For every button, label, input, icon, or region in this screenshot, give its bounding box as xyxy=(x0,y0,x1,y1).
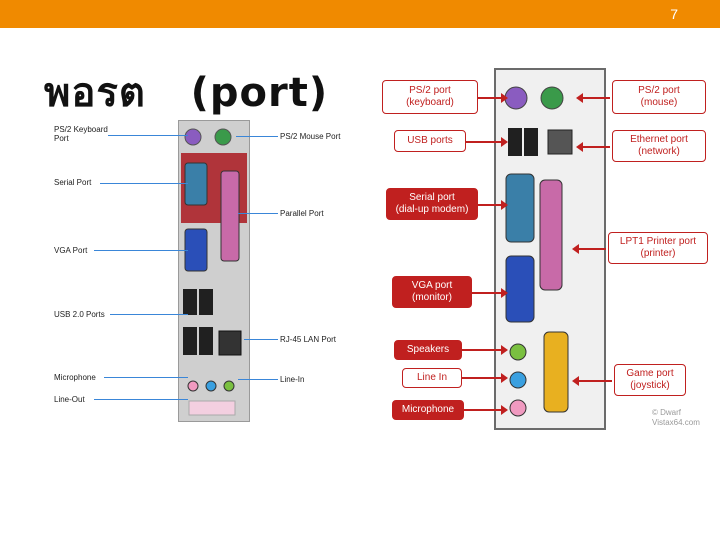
callout-lpt1: LPT1 Printer port (printer) xyxy=(608,232,708,264)
callout-ethernet: Ethernet port (network) xyxy=(612,130,706,162)
callout-vga: VGA port (monitor) xyxy=(392,276,472,308)
top-bar: 7 xyxy=(0,0,720,28)
callout-arrow xyxy=(478,200,508,210)
microphone-jack xyxy=(187,380,199,392)
callout-arrow xyxy=(572,376,612,386)
callout-game: Game port (joystick) xyxy=(614,364,686,396)
callout-arrow xyxy=(576,93,610,103)
serial-connector xyxy=(505,173,535,243)
parallel-connector xyxy=(220,170,240,262)
ethernet-connector xyxy=(547,129,573,155)
callout-ps2-keyboard: PS/2 port (keyboard) xyxy=(382,80,478,114)
callout-arrow xyxy=(472,288,508,298)
leader-line xyxy=(238,379,278,380)
label-microphone: Microphone xyxy=(54,373,96,382)
callout-microphone: Microphone xyxy=(392,400,464,420)
label-line-out: Line-Out xyxy=(54,395,85,404)
callout-arrow xyxy=(576,142,610,152)
label-usb: USB 2.0 Ports xyxy=(54,310,105,319)
usb-connector xyxy=(199,327,213,355)
serial-connector xyxy=(184,162,208,206)
ps2-keyboard-connector xyxy=(504,86,528,110)
vga-connector xyxy=(184,228,208,272)
pc-back-panel-image xyxy=(494,68,606,430)
right-port-diagram: PS/2 port (keyboard) USB ports Serial po… xyxy=(370,68,720,433)
leader-line xyxy=(108,135,188,136)
image-watermark: © Dwarf Vistax64.com xyxy=(652,408,700,427)
leader-line xyxy=(244,339,278,340)
usb-connector xyxy=(183,289,197,315)
left-port-diagram: PS/2 Keyboard Port PS/2 Mouse Port Seria… xyxy=(48,115,358,422)
line-in-jack xyxy=(509,371,527,389)
line-out-jack xyxy=(223,380,235,392)
io-panel-drawing xyxy=(179,121,249,421)
label-line-in: Line-In xyxy=(280,375,305,384)
slide-number: 7 xyxy=(670,6,678,22)
callout-arrow xyxy=(464,405,508,415)
vga-connector xyxy=(505,255,535,323)
callout-serial: Serial port (dial-up modem) xyxy=(386,188,478,220)
leader-line xyxy=(236,136,278,137)
label-parallel: Parallel Port xyxy=(280,209,324,218)
microphone-jack xyxy=(509,399,527,417)
callout-arrow xyxy=(466,137,508,147)
label-serial: Serial Port xyxy=(54,178,92,187)
ps2-keyboard-connector xyxy=(184,128,202,146)
label-ps2-keyboard: PS/2 Keyboard Port xyxy=(54,125,108,143)
slide-title: พอรต (port) xyxy=(44,70,329,116)
leader-line xyxy=(238,213,278,214)
label-rj45: RJ-45 LAN Port xyxy=(280,335,337,344)
callout-arrow xyxy=(572,244,606,254)
label-ps2-mouse: PS/2 Mouse Port xyxy=(280,132,341,141)
game-port-connector xyxy=(543,331,569,413)
leader-line xyxy=(100,183,188,184)
leader-line xyxy=(104,377,188,378)
parallel-connector xyxy=(539,179,563,291)
ps2-mouse-connector xyxy=(214,128,232,146)
label-vga: VGA Port xyxy=(54,246,88,255)
line-in-jack xyxy=(205,380,217,392)
callout-usb: USB ports xyxy=(394,130,466,152)
leader-line xyxy=(94,250,188,251)
leader-line xyxy=(94,399,188,400)
usb-connector xyxy=(524,128,538,156)
callout-line-in: Line In xyxy=(402,368,462,388)
usb-connector xyxy=(183,327,197,355)
callout-arrow xyxy=(462,373,508,383)
speakers-jack xyxy=(509,343,527,361)
callout-arrow xyxy=(478,93,508,103)
ps2-mouse-connector xyxy=(540,86,564,110)
leader-line xyxy=(110,314,188,315)
rj45-connector xyxy=(218,330,242,356)
callout-arrow xyxy=(462,345,508,355)
usb-connector xyxy=(508,128,522,156)
callout-speakers: Speakers xyxy=(394,340,462,360)
callout-ps2-mouse: PS/2 port (mouse) xyxy=(612,80,706,114)
motherboard-io-panel-image xyxy=(178,120,250,422)
usb-connector xyxy=(199,289,213,315)
